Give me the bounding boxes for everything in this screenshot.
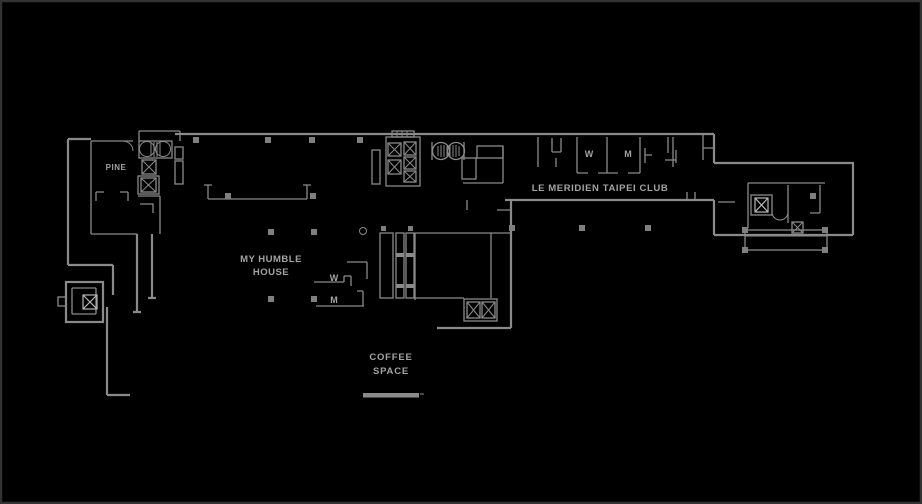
my-humble-house-area: [204, 184, 311, 200]
elevator-icon: [481, 301, 496, 319]
lobby-restrooms: [314, 261, 368, 307]
elevator-icon: [403, 141, 417, 156]
door-swing-icon: [771, 211, 789, 221]
elevator-icon: [791, 221, 804, 234]
label-my-humble-house-line1: MY HUMBLE: [240, 254, 302, 265]
door-swing-icon: [122, 140, 134, 152]
pine-room: [90, 140, 154, 235]
stairs-icon: [461, 145, 511, 211]
fan-unit-icon: [138, 140, 173, 159]
left-service-core: [137, 130, 184, 234]
label-lobby-wc-men: M: [330, 295, 338, 305]
elevator-icon: [754, 197, 769, 213]
escalator-icon: [379, 226, 415, 299]
lower-center-room: [414, 232, 511, 322]
label-pine-room: PINE: [106, 163, 127, 172]
club-wing: [537, 134, 714, 200]
columns: [193, 137, 651, 302]
central-elevator-core: [371, 130, 421, 187]
elevator-icon: [137, 175, 160, 195]
label-lobby-wc-women: W: [330, 273, 339, 283]
cooling-unit-icon: [742, 227, 828, 253]
outer-walls: [66, 132, 855, 397]
lower-left-tower: [57, 280, 105, 324]
revolving-door-icon: [431, 141, 466, 161]
right-annex: [718, 182, 828, 253]
scale-bar: [363, 393, 424, 398]
elevator-icon: [141, 159, 157, 175]
label-coffee-space-line2: SPACE: [373, 366, 409, 377]
label-club-wc-men: M: [624, 149, 632, 159]
elevator-icon: [403, 170, 417, 183]
label-club-wc-women: W: [585, 149, 594, 159]
elevator-icon: [466, 301, 481, 319]
elevator-icon: [82, 294, 98, 310]
column-icon: [359, 227, 367, 235]
label-my-humble-house-line2: HOUSE: [253, 267, 289, 278]
elevator-icon: [403, 156, 417, 170]
elevator-icon: [387, 142, 402, 157]
label-le-meridien-taipei-club: LE MERIDIEN TAIPEI CLUB: [532, 183, 669, 194]
elevator-icon: [387, 159, 402, 175]
label-coffee-space-line1: COFFEE: [369, 352, 412, 363]
